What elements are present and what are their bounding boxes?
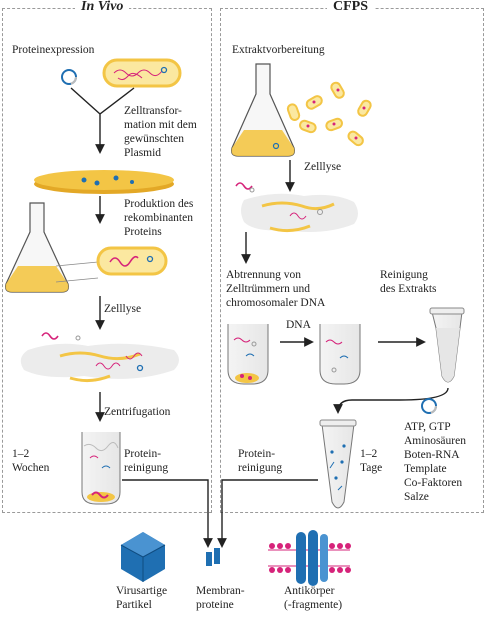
reaction-vial-icon bbox=[319, 419, 357, 509]
centrifugation-label: Zentrifugation bbox=[104, 406, 171, 418]
antibody-membrane-icon bbox=[268, 530, 351, 586]
in-vivo-title: In Vivo bbox=[75, 0, 130, 15]
centrifuge-tube-icon bbox=[81, 432, 121, 505]
bacterium-icon bbox=[102, 58, 182, 88]
cfps-flask-icon bbox=[231, 63, 295, 157]
extract-prep-label: Extraktvorbereitung bbox=[232, 44, 325, 56]
extract-vial-icon bbox=[429, 307, 465, 383]
expressing-cell-icon bbox=[96, 246, 168, 276]
extract-cleanup-label: Reinigung des Extrakts bbox=[380, 269, 437, 295]
virus-like-particle-icon bbox=[120, 532, 166, 582]
cleared-extract-tube-icon bbox=[319, 324, 361, 385]
petri-dish-icon bbox=[34, 170, 174, 194]
cfps-purification-label: Protein- reinigung bbox=[238, 448, 283, 474]
in-vivo-purification-label: Protein- reinigung bbox=[124, 448, 169, 474]
cell-lysate-icon bbox=[20, 332, 179, 383]
membrane-protein-label: Membran- proteine bbox=[196, 585, 245, 611]
cfps-title: CFPS bbox=[327, 0, 374, 15]
bacteria-cluster-icon bbox=[286, 81, 372, 147]
lysate-tube-icon bbox=[227, 324, 269, 385]
cfps-duration-label: 1–2 Tage bbox=[360, 448, 383, 474]
production-label: Produktion des rekombinanten Proteins bbox=[124, 198, 194, 238]
culture-flask-icon bbox=[5, 202, 99, 293]
dna-label: DNA bbox=[286, 319, 311, 331]
cfps-components-list: ATP, GTP Aminosäuren Boten-RNA Template … bbox=[404, 421, 466, 503]
in-vivo-lysis-label: Zelllyse bbox=[104, 303, 142, 315]
in-vivo-panel: In Vivo bbox=[2, 0, 212, 513]
cfps-lysate-icon bbox=[235, 182, 358, 233]
proteinexpression-label: Proteinexpression bbox=[12, 44, 95, 56]
plasmid-icon bbox=[61, 69, 77, 85]
vlp-label: Virusartige Partikel bbox=[116, 585, 168, 611]
reaction-plasmid-icon bbox=[421, 398, 437, 414]
transformation-label: Zelltransfor- mation mit dem gewünschten… bbox=[124, 105, 197, 159]
antibody-label: Antikörper (-fragmente) bbox=[284, 585, 343, 611]
in-vivo-duration-label: 1–2 Wochen bbox=[12, 448, 50, 474]
separation-label: Abtrennung von Zelltrümmern und chromoso… bbox=[226, 269, 326, 309]
cfps-panel: CFPS bbox=[220, 0, 484, 513]
cfps-lysis-label: Zelllyse bbox=[304, 161, 342, 173]
membrane-protein-icon bbox=[206, 548, 220, 566]
